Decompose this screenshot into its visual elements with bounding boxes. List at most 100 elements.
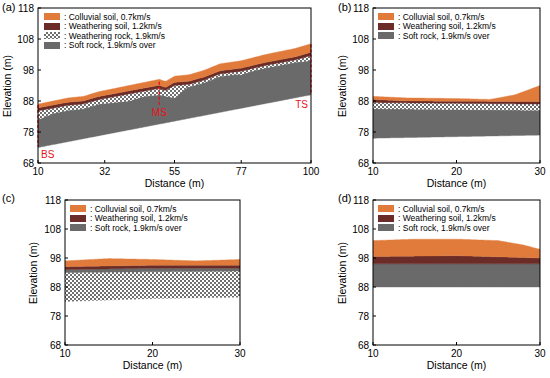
legend-swatch (44, 23, 60, 30)
tick-mark (65, 200, 68, 201)
tick-mark (373, 287, 376, 288)
legend-swatch (378, 205, 394, 212)
tick-label: 68 (358, 340, 369, 351)
tick-label: 68 (23, 158, 34, 169)
legend-entry: : Soft rock, 1.9km/s over (44, 41, 156, 51)
tick-mark (373, 229, 376, 230)
legend-entry: : Weathering soil, 1.2km/s (44, 22, 162, 32)
tick-label: 68 (50, 340, 61, 351)
tick-label: 10 (32, 166, 43, 177)
tick-mark (373, 258, 376, 259)
legend-swatch (44, 32, 60, 39)
legend-text: : Soft rock, 1.9km/s over (398, 32, 490, 41)
tick-mark (373, 342, 374, 345)
marker-label: MS (152, 107, 167, 118)
legend-text: : Colluvial soil, 0.7km/s (64, 13, 150, 22)
tick-mark (38, 8, 41, 9)
tick-mark (152, 342, 153, 345)
legend-entry: : Weathering soil, 1.2km/s (70, 214, 188, 224)
tick-label: 98 (358, 65, 369, 76)
tick-mark (240, 342, 241, 345)
tick-mark (65, 316, 68, 317)
tick-mark (373, 39, 376, 40)
panel-letter: (b) (338, 1, 351, 13)
tick-label: 20 (451, 348, 462, 359)
soil-layer (65, 271, 240, 301)
tick-mark (174, 160, 175, 163)
legend-text: : Weathering soil, 1.2km/s (398, 22, 496, 31)
legend-text: : Weathering rock, 1.9km/s (64, 32, 165, 41)
tick-label: 78 (358, 311, 369, 322)
axis-title: Distance (m) (427, 360, 487, 372)
tick-label: 108 (44, 224, 61, 235)
section-layers (373, 86, 540, 139)
tick-label: 108 (17, 34, 34, 45)
plot-frame (38, 8, 311, 163)
tick-label: 20 (451, 166, 462, 177)
legend-entry: : Colluvial soil, 0.7km/s (378, 12, 484, 22)
legend-entry: : Weathering rock, 1.9km/s (44, 31, 165, 41)
tick-mark (540, 342, 541, 345)
legend-swatch (378, 215, 394, 222)
section-layers (373, 239, 540, 287)
tick-label: 10 (367, 166, 378, 177)
axes (373, 8, 540, 163)
tick-label: 32 (99, 166, 110, 177)
section-layers (65, 259, 240, 302)
tick-label: 30 (534, 166, 545, 177)
tick-mark (373, 132, 376, 133)
tick-mark (65, 258, 68, 259)
legend-swatch (70, 224, 86, 231)
tick-mark (38, 160, 39, 163)
tick-mark (65, 287, 68, 288)
tick-mark (38, 132, 41, 133)
panel-letter: (c) (2, 192, 15, 204)
legend-entry: : Weathering soil, 1.2km/s (378, 214, 496, 224)
tick-label: 100 (303, 166, 320, 177)
panel-letter: (d) (338, 192, 351, 204)
tick-label: 118 (45, 195, 61, 206)
legend-entry: : Colluvial soil, 0.7km/s (378, 204, 484, 214)
marker-label: BS (41, 149, 54, 160)
legend-entry: : Colluvial soil, 0.7km/s (70, 204, 176, 214)
soil-layer (373, 264, 540, 287)
tick-label: 108 (352, 34, 369, 45)
tick-mark (373, 70, 376, 71)
tick-mark (104, 160, 105, 163)
legend-swatch (378, 13, 394, 20)
legend-swatch (70, 215, 86, 222)
axis-title: Distance (m) (123, 360, 183, 372)
tick-mark (241, 160, 242, 163)
tick-mark (373, 316, 376, 317)
axis-title: Distance (m) (145, 178, 205, 190)
tick-label: 55 (169, 166, 180, 177)
axis-title: Elevation (m) (337, 55, 349, 117)
tick-label: 98 (50, 253, 61, 264)
legend-entry: : Soft rock, 1.9km/s over (378, 223, 490, 233)
legend-text: : Soft rock, 1.9km/s over (64, 41, 156, 50)
legend-swatch (378, 32, 394, 39)
legend-text: : Colluvial soil, 0.7km/s (398, 205, 484, 214)
tick-mark (38, 39, 41, 40)
tick-mark (373, 8, 376, 9)
tick-label: 77 (236, 166, 247, 177)
tick-label: 118 (18, 3, 34, 14)
axes (65, 200, 240, 345)
tick-mark (38, 101, 41, 102)
tick-label: 10 (367, 348, 378, 359)
tick-label: 20 (147, 348, 158, 359)
legend-text: : Colluvial soil, 0.7km/s (90, 205, 176, 214)
tick-label: 78 (358, 127, 369, 138)
legend-entry: : Soft rock, 1.9km/s over (70, 223, 182, 233)
tick-label: 30 (534, 348, 545, 359)
tick-mark (65, 342, 66, 345)
plot-frame (373, 200, 540, 345)
tick-label: 68 (358, 158, 369, 169)
tick-label: 108 (352, 224, 369, 235)
tick-mark (373, 160, 374, 163)
legend-text: : Weathering soil, 1.2km/s (90, 214, 188, 223)
legend-swatch (44, 42, 60, 49)
legend-text: : Colluvial soil, 0.7km/s (398, 13, 484, 22)
